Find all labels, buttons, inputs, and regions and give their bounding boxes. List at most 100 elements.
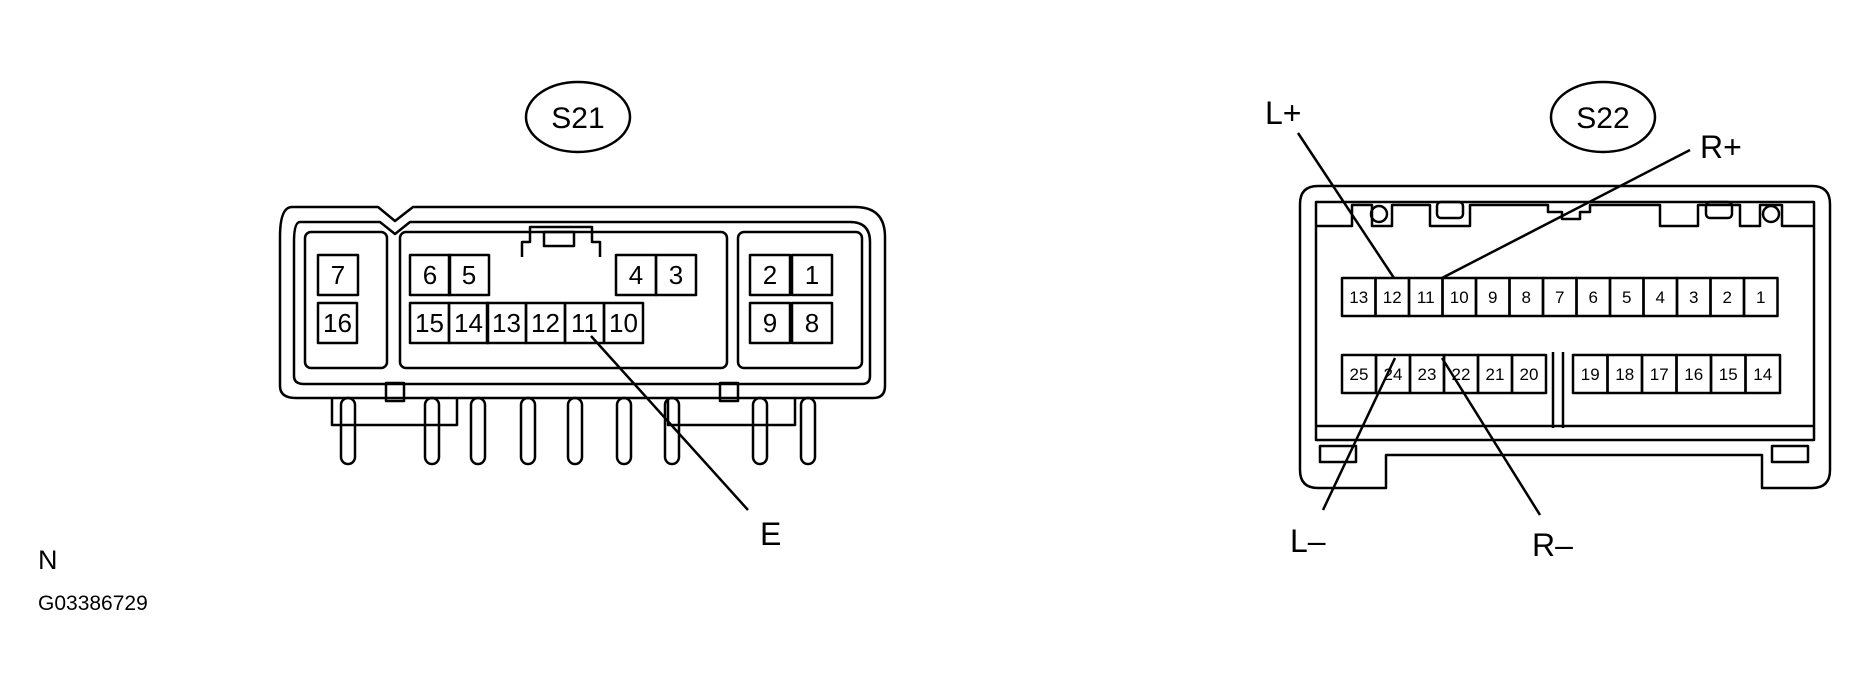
pin-s21-7-number: 7 — [331, 260, 345, 290]
s21-label-ellipse — [524, 80, 632, 154]
pin-s21-11-number: 11 — [571, 308, 598, 338]
pin-s21-9: 9 — [748, 301, 792, 345]
pin-s21-9-box — [748, 301, 792, 345]
pin-s22-21: 21 — [1476, 353, 1514, 395]
pin-s21-3-number: 3 — [669, 260, 683, 290]
pin-s21-8-number: 8 — [805, 308, 819, 338]
pin-s21-8: 8 — [790, 301, 834, 345]
s21-terminal-pin — [799, 396, 817, 466]
pin-s22-23: 23 — [1408, 353, 1446, 395]
pin-s22-7: 7 — [1541, 276, 1578, 318]
pin-s22-2: 2 — [1709, 276, 1746, 318]
pin-s22-23-number: 23 — [1418, 365, 1437, 384]
pin-s22-10: 10 — [1441, 276, 1478, 318]
pin-s22-20: 20 — [1510, 353, 1548, 395]
pin-s22-7-number: 7 — [1555, 288, 1564, 307]
pin-s21-10-number: 10 — [609, 308, 638, 338]
pin-s22-18: 18 — [1606, 353, 1644, 395]
s22-label: S22 — [1576, 102, 1629, 135]
pin-s22-14-number: 14 — [1753, 365, 1772, 384]
pin-s22-11-number: 11 — [1417, 288, 1435, 307]
s22-rplus-label: R+ — [1700, 129, 1742, 165]
pin-s22-22-number: 22 — [1452, 365, 1471, 384]
s22-inner-housing — [1314, 200, 1816, 442]
s22-outer-housing — [1298, 184, 1832, 490]
pin-s22-11: 11 — [1407, 276, 1444, 318]
pin-s21-2-box — [748, 253, 792, 297]
pin-s21-2: 2 — [748, 253, 792, 297]
s21-terminal-pin — [751, 396, 769, 466]
pin-s21-5-number: 5 — [462, 260, 476, 290]
pin-s21-11: 11 — [563, 301, 606, 345]
pin-s21-13-number: 13 — [492, 308, 521, 338]
pin-s22-19: 19 — [1571, 353, 1609, 395]
s22-top-latches — [1316, 203, 1814, 228]
pin-s21-2-number: 2 — [763, 260, 777, 290]
pin-s21-15-number: 15 — [415, 308, 444, 338]
pin-s22-19-number: 19 — [1581, 365, 1600, 384]
pin-s22-6-number: 6 — [1589, 288, 1598, 307]
s22-rminus-leader — [1440, 357, 1542, 516]
s22-lminus-label: L– — [1290, 523, 1326, 559]
pin-s22-15: 15 — [1709, 353, 1747, 395]
pin-s22-20-number: 20 — [1520, 365, 1539, 384]
footer-letter: N — [38, 545, 58, 575]
s22-bottom-tab-left — [1318, 444, 1358, 464]
pin-s22-14-box — [1744, 353, 1782, 395]
s22-bottom-tab-right — [1770, 444, 1810, 464]
pin-s21-9-number: 9 — [763, 308, 777, 338]
pin-s21-6: 6 — [408, 253, 452, 297]
pin-s22-25-number: 25 — [1350, 365, 1369, 384]
pin-s21-10: 10 — [602, 301, 645, 345]
s21-terminals — [339, 396, 817, 466]
pin-s22-3: 3 — [1675, 276, 1712, 318]
s21-terminal-pin — [423, 396, 441, 466]
pin-s22-4-number: 4 — [1656, 288, 1665, 307]
pin-s21-3: 3 — [654, 253, 698, 297]
figure-code: G03386729 — [38, 592, 148, 615]
pin-s22-8-number: 8 — [1522, 288, 1531, 307]
s21-outer-housing — [278, 205, 887, 400]
pin-s21-16: 16 — [316, 301, 359, 345]
pin-s22-1: 1 — [1742, 276, 1779, 318]
pin-s22-5: 5 — [1608, 276, 1645, 318]
s21-latch — [520, 225, 602, 257]
s21-terminal-pin — [663, 396, 681, 466]
s22-rplus-leader — [1441, 148, 1691, 280]
pin-s21-4-number: 4 — [629, 260, 643, 290]
pin-s21-12: 12 — [524, 301, 567, 345]
pin-s22-15-number: 15 — [1719, 365, 1738, 384]
s22-rminus-label: R– — [1532, 527, 1573, 563]
pin-s22-21-number: 21 — [1486, 365, 1505, 384]
pin-s22-12-number: 12 — [1383, 288, 1402, 307]
pin-s21-16-box — [316, 301, 359, 345]
pin-s21-5: 5 — [447, 253, 491, 297]
pin-s22-17: 17 — [1640, 353, 1678, 395]
pin-s21-14-number: 14 — [454, 308, 483, 338]
pin-s21-8-box — [790, 301, 834, 345]
s22-latch-window-2 — [1704, 200, 1734, 220]
pin-s22-1-box — [1742, 276, 1779, 318]
pin-s21-16-number: 16 — [323, 308, 352, 338]
pin-s21-13: 13 — [485, 301, 528, 345]
pin-s21-1-box — [790, 253, 834, 297]
pin-s21-7: 7 — [316, 253, 360, 297]
pin-s22-9-number: 9 — [1488, 288, 1497, 307]
s21-left-base — [330, 398, 459, 427]
s22-latch-hole-1 — [1369, 204, 1389, 224]
pin-s22-20-box — [1510, 353, 1548, 395]
pin-s22-1-number: 1 — [1756, 288, 1765, 307]
pin-s22-3-number: 3 — [1689, 288, 1698, 307]
pin-s22-6: 6 — [1575, 276, 1612, 318]
pin-s21-12-number: 12 — [531, 308, 560, 338]
pin-s21-14: 14 — [447, 301, 490, 345]
s21-e-label: E — [760, 516, 781, 552]
s21-right-base — [666, 398, 797, 427]
pin-s22-10-number: 10 — [1450, 288, 1469, 307]
s21-center-module — [398, 230, 729, 370]
s21-right-tab — [718, 381, 740, 403]
s21-left-tab — [384, 381, 406, 403]
